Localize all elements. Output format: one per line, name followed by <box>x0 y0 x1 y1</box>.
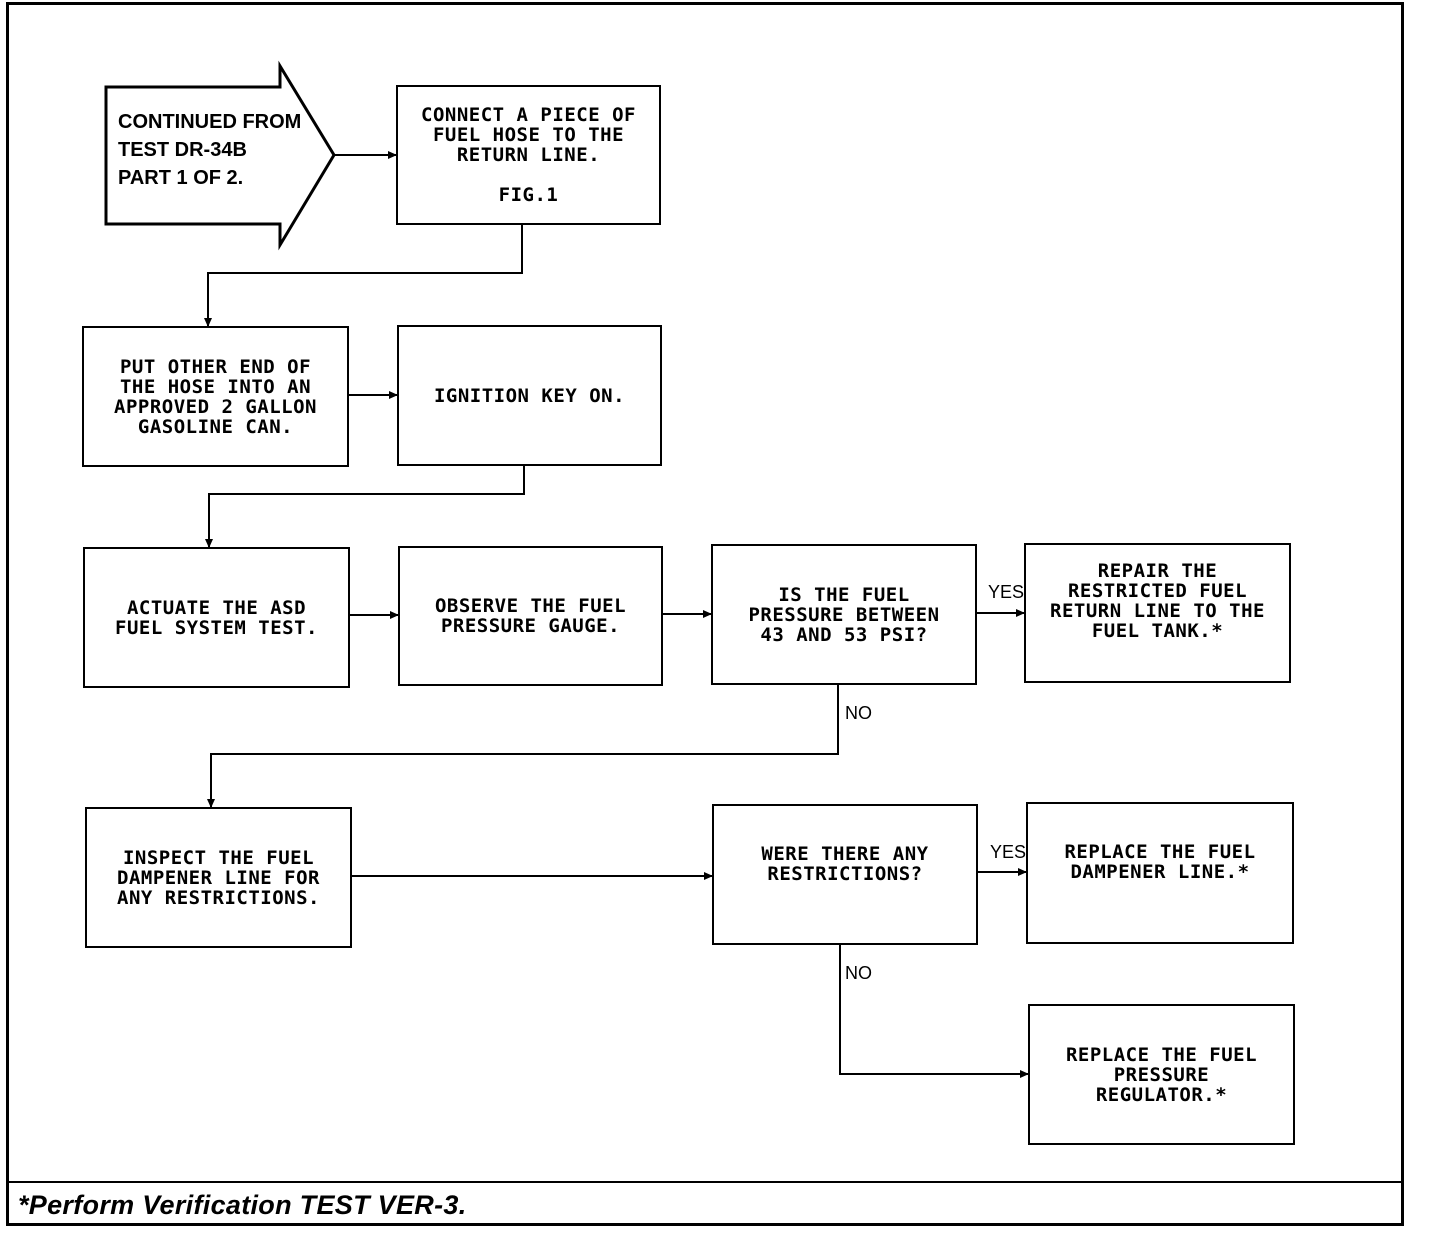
outcome-replace-regulator: REPLACE THE FUEL PRESSURE REGULATOR.* <box>1028 1004 1295 1145</box>
footer-note: *Perform Verification TEST VER-3. <box>18 1190 467 1220</box>
decision-pressure-range: IS THE FUEL PRESSURE BETWEEN 43 AND 53 P… <box>711 544 977 685</box>
outcome-text: REPLACE THE FUEL <box>1064 841 1256 863</box>
step-text: GASOLINE CAN. <box>137 415 294 438</box>
step-text: OBSERVE THE FUEL <box>434 595 627 617</box>
step-text: PUT OTHER END OF <box>119 355 312 378</box>
decision-text: WERE THERE ANY <box>761 843 929 865</box>
step-text: ANY RESTRICTIONS. <box>117 886 320 909</box>
decision-text: PRESSURE BETWEEN <box>748 603 940 626</box>
decision-text: 43 AND 53 PSI? <box>760 623 928 646</box>
step-text: FUEL HOSE TO THE <box>432 124 625 146</box>
decision-text: RESTRICTIONS? <box>767 863 923 885</box>
step-text: CONNECT A PIECE OF <box>421 104 636 126</box>
page-frame <box>6 2 1404 1226</box>
outcome-text: RETURN LINE TO THE <box>1050 600 1265 622</box>
connector-ignition-to-actuate <box>205 465 525 548</box>
continuation-arrow-text: CONTINUED FROM TEST DR-34B PART 1 OF 2. <box>118 108 301 192</box>
step-text: ACTUATE THE ASD <box>126 596 307 619</box>
branch-label-no: NO <box>845 703 872 723</box>
step-ignition-on: IGNITION KEY ON. <box>397 325 662 466</box>
outcome-text: RESTRICTED FUEL <box>1067 580 1248 602</box>
outcome-text: REPLACE THE FUEL <box>1065 1043 1258 1066</box>
continuation-line: PART 1 OF 2. <box>118 167 244 189</box>
step-put-other-end: PUT OTHER END OF THE HOSE INTO AN APPROV… <box>82 326 349 467</box>
connector-connect-to-putend <box>204 224 523 327</box>
branch-label-yes: YES <box>988 582 1025 602</box>
step-connect-hose: CONNECT A PIECE OF FUEL HOSE TO THE RETU… <box>396 85 661 225</box>
step-text: RETURN LINE. <box>456 144 601 166</box>
outcome-text: REGULATOR.* <box>1095 1083 1228 1106</box>
step-text: IGNITION KEY ON. <box>433 384 626 407</box>
outcome-text: FUEL TANK.* <box>1091 620 1224 642</box>
step-observe-gauge: OBSERVE THE FUEL PRESSURE GAUGE. <box>398 546 663 686</box>
outcome-replace-dampener: REPLACE THE FUEL DAMPENER LINE.* <box>1026 802 1294 944</box>
step-text: DAMPENER LINE FOR <box>117 866 320 889</box>
branch-label-yes: YES <box>990 842 1027 862</box>
step-inspect-dampener: INSPECT THE FUEL DAMPENER LINE FOR ANY R… <box>85 807 352 948</box>
continuation-arrow-shape <box>104 60 336 251</box>
outcome-repair-return-line: REPAIR THE RESTRICTED FUEL RETURN LINE T… <box>1024 543 1291 683</box>
decision-any-restrictions: WERE THERE ANY RESTRICTIONS? <box>712 804 978 945</box>
outcome-text: REPAIR THE <box>1097 560 1218 582</box>
step-text: INSPECT THE FUEL <box>122 846 315 869</box>
decision-text: IS THE FUEL <box>778 583 910 606</box>
connector-decision1-no <box>207 684 839 808</box>
footer-divider <box>6 1181 1404 1183</box>
figure-reference: FIG.1 <box>498 184 559 206</box>
connector-decision2-no <box>839 944 1029 1078</box>
step-text: APPROVED 2 GALLON <box>114 395 317 418</box>
step-text: FUEL SYSTEM TEST. <box>115 616 318 639</box>
branch-label-no: NO <box>845 963 872 983</box>
step-actuate-asd: ACTUATE THE ASD FUEL SYSTEM TEST. <box>83 547 350 688</box>
continuation-line: TEST DR-34B <box>118 139 247 161</box>
step-text: PRESSURE GAUGE. <box>440 615 621 637</box>
step-text: THE HOSE INTO AN <box>119 375 312 398</box>
outcome-text: PRESSURE <box>1113 1063 1210 1086</box>
continuation-line: CONTINUED FROM <box>118 111 302 133</box>
outcome-text: DAMPENER LINE.* <box>1070 861 1250 883</box>
